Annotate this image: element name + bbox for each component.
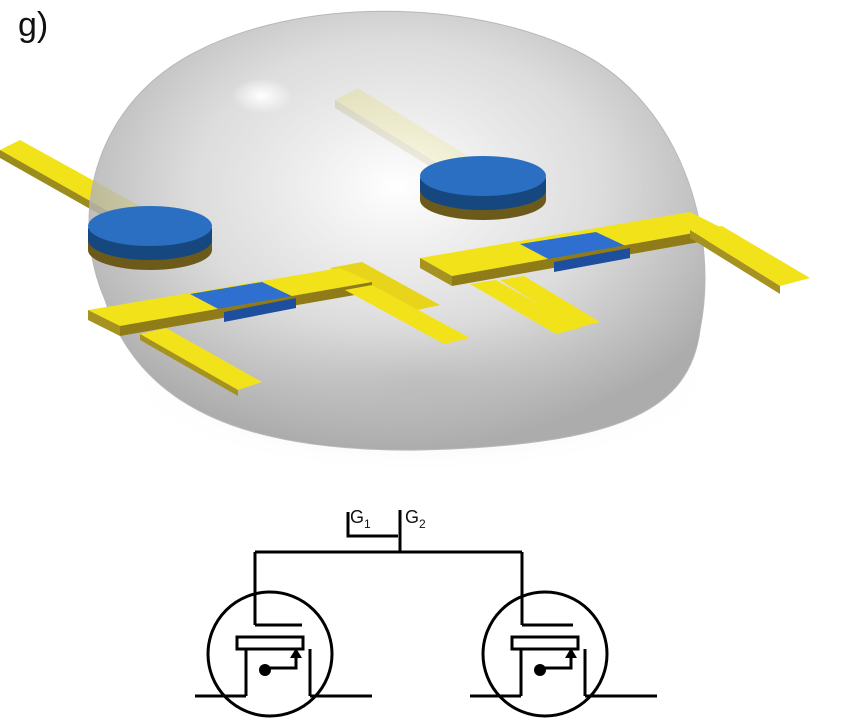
droplet	[88, 10, 706, 451]
left-arrow	[290, 648, 302, 658]
left-transistor	[88, 262, 470, 396]
left-mosfet-symbol	[195, 590, 372, 718]
gate2-label: G2	[405, 507, 426, 531]
gate1-wire	[346, 512, 398, 538]
circuit-schematic	[195, 510, 657, 718]
right-arrow	[565, 648, 577, 658]
droplet-highlight	[232, 78, 292, 114]
panel-label: g)	[18, 6, 49, 44]
right-body-dot	[534, 664, 546, 676]
left-body-dot	[259, 664, 271, 676]
right-mosfet-symbol	[470, 590, 657, 718]
gate1-disc	[88, 206, 212, 270]
gate1-label: G1	[350, 507, 371, 531]
gate2-disc	[420, 156, 546, 220]
right-transistor	[420, 212, 810, 334]
